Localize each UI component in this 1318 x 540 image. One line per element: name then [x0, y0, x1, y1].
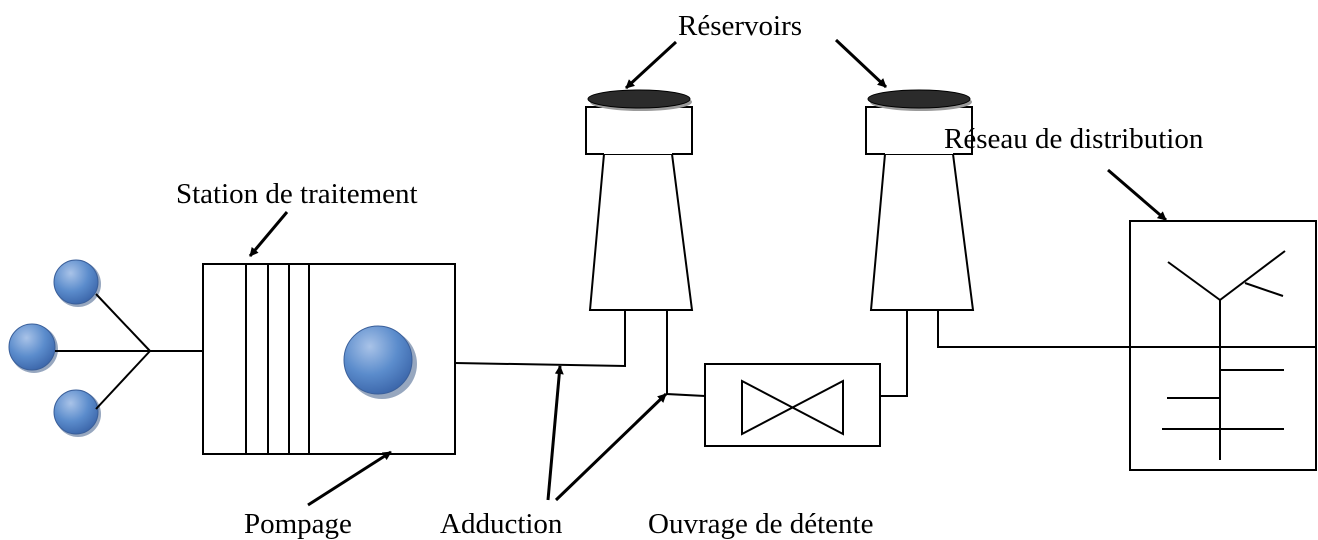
water-sources	[8, 259, 203, 437]
arrow-adduction-1	[546, 365, 564, 501]
annotation-arrows	[248, 38, 1167, 507]
adduction-label: Adduction	[440, 508, 563, 540]
reservoir-2	[865, 89, 975, 311]
arrow-reseau	[1107, 168, 1167, 222]
arrow-station	[248, 211, 289, 257]
arrow-reservoirs-left	[624, 40, 678, 90]
reservoir-1	[585, 89, 694, 311]
pipe-reservoir1-to-valve	[666, 310, 706, 397]
arrow-pompage	[307, 450, 392, 507]
distribution-network	[1129, 220, 1317, 471]
pressure-reducing-works-label: Ouvrage de détente	[648, 508, 874, 540]
treatment-station	[202, 263, 456, 455]
pipe-valve-to-reservoir2	[880, 310, 908, 397]
arrow-adduction-2	[554, 392, 668, 502]
source-pipes	[55, 293, 203, 410]
distribution-network-label: Réseau de distribution	[944, 123, 1204, 155]
source-sphere-top	[53, 259, 101, 307]
pump-sphere	[343, 325, 417, 399]
reservoirs-label: Réservoirs	[678, 10, 803, 42]
pressure-reducing-valve	[704, 363, 881, 447]
adduction-pipe	[454, 310, 626, 368]
distribution-pipe	[937, 310, 1130, 348]
source-sphere-bottom	[53, 389, 101, 437]
arrow-reservoirs-right	[834, 38, 888, 89]
pumping-label: Pompage	[244, 508, 352, 540]
treatment-station-label: Station de traitement	[176, 178, 418, 210]
source-sphere-middle	[8, 323, 58, 373]
